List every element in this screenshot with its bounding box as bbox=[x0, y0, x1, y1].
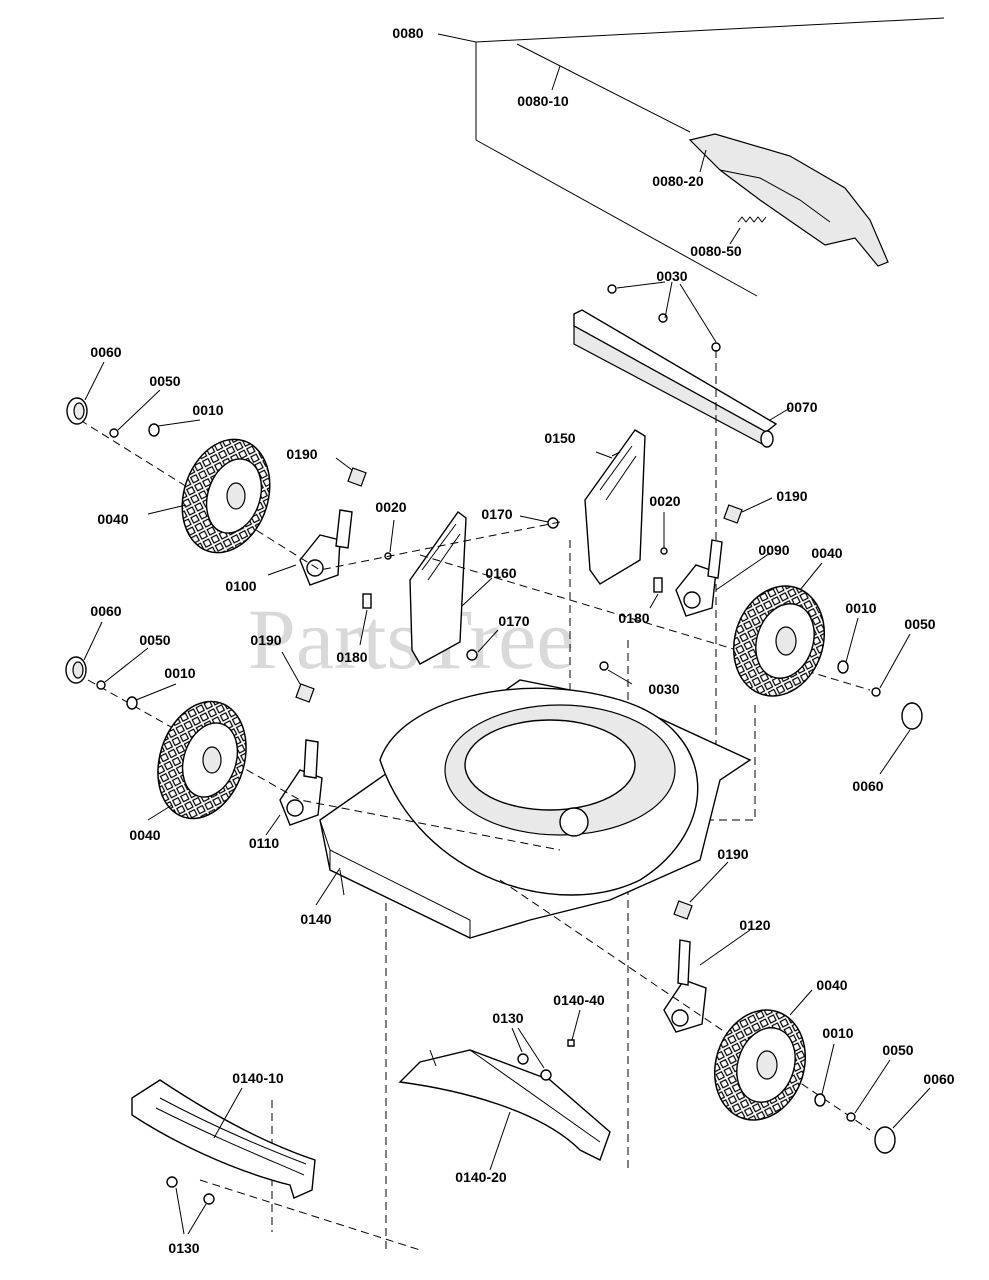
callout-0040b: 0040 bbox=[811, 545, 842, 561]
callout-0060a: 0060 bbox=[90, 344, 121, 360]
callout-0030a: 0030 bbox=[656, 268, 687, 284]
callout-0080-50: 0080-50 bbox=[690, 243, 742, 259]
callout-0060d: 0060 bbox=[923, 1071, 954, 1087]
callout-0140-20: 0140-20 bbox=[455, 1169, 507, 1185]
callout-0190a: 0190 bbox=[286, 446, 317, 462]
deck-0140 bbox=[315, 679, 752, 939]
bracket-0080-20 bbox=[688, 133, 889, 267]
callout-0080-10: 0080-10 bbox=[517, 93, 569, 109]
callout-0010d: 0010 bbox=[822, 1025, 853, 1041]
callout-0010a: 0010 bbox=[192, 402, 223, 418]
bracket-0150 bbox=[584, 429, 646, 585]
callout-0160: 0160 bbox=[485, 565, 516, 581]
fasteners-0130-0140-40 bbox=[511, 1009, 581, 1081]
wheel-0040-front-left bbox=[147, 700, 247, 821]
callout-0080-20: 0080-20 bbox=[652, 173, 704, 189]
callout-0190c: 0190 bbox=[250, 632, 281, 648]
callout-0050a: 0050 bbox=[149, 373, 180, 389]
callout-0070: 0070 bbox=[786, 399, 817, 415]
height-adjuster-0110 bbox=[265, 739, 323, 836]
callout-0180b: 0180 bbox=[336, 649, 367, 665]
callout-0080: 0080 bbox=[392, 25, 423, 41]
handle-assembly-0080 bbox=[437, 17, 945, 297]
callout-0030b: 0030 bbox=[648, 681, 679, 697]
callout-0140: 0140 bbox=[300, 911, 331, 927]
height-adjuster-0100 bbox=[267, 509, 353, 586]
side-discharge-0140-20 bbox=[398, 1049, 611, 1171]
callout-0050d: 0050 bbox=[882, 1042, 913, 1058]
callout-0120: 0120 bbox=[739, 917, 770, 933]
callout-0090: 0090 bbox=[758, 542, 789, 558]
callout-0190d: 0190 bbox=[717, 846, 748, 862]
wheel-0040-front-right bbox=[713, 989, 813, 1121]
callout-0180a: 0180 bbox=[618, 610, 649, 626]
callout-0050c: 0050 bbox=[904, 616, 935, 632]
callout-0010b: 0010 bbox=[845, 600, 876, 616]
callout-0150: 0150 bbox=[544, 430, 575, 446]
callout-0040c: 0040 bbox=[129, 827, 160, 843]
spring-0080-50 bbox=[737, 216, 767, 223]
wheel-0040-rear-right bbox=[732, 562, 826, 697]
callout-0020a: 0020 bbox=[375, 499, 406, 515]
callout-0010c: 0010 bbox=[164, 665, 195, 681]
callout-0060b: 0060 bbox=[90, 603, 121, 619]
callout-labels: 00800080-100080-200080-50003000700060005… bbox=[90, 25, 954, 1256]
callout-0100: 0100 bbox=[225, 578, 256, 594]
callout-0040d: 0040 bbox=[816, 977, 847, 993]
callout-0040a: 0040 bbox=[97, 511, 128, 527]
rod-0080-10 bbox=[516, 43, 691, 133]
callout-0130a: 0130 bbox=[492, 1010, 523, 1026]
callout-0050b: 0050 bbox=[139, 632, 170, 648]
callout-0140-10: 0140-10 bbox=[232, 1070, 284, 1086]
clips-0190 bbox=[281, 457, 773, 920]
callout-0060c: 0060 bbox=[852, 778, 883, 794]
callout-0140-40: 0140-40 bbox=[553, 992, 605, 1008]
wheel-0040-rear-left bbox=[147, 438, 271, 554]
callout-0190b: 0190 bbox=[776, 488, 807, 504]
callout-0170a: 0170 bbox=[481, 506, 512, 522]
callout-0130b: 0130 bbox=[168, 1240, 199, 1256]
height-adjuster-0120 bbox=[663, 929, 751, 1033]
rear-flap-0140-10 bbox=[131, 1079, 316, 1235]
callout-0170b: 0170 bbox=[498, 613, 529, 629]
bracket-0160 bbox=[409, 511, 493, 665]
hubcaps-nuts-washers bbox=[65, 361, 931, 1154]
height-adjuster-0090 bbox=[675, 539, 771, 617]
callout-0020b: 0020 bbox=[649, 493, 680, 509]
callout-0110: 0110 bbox=[249, 835, 280, 851]
rear-bar-0070 bbox=[573, 309, 791, 448]
